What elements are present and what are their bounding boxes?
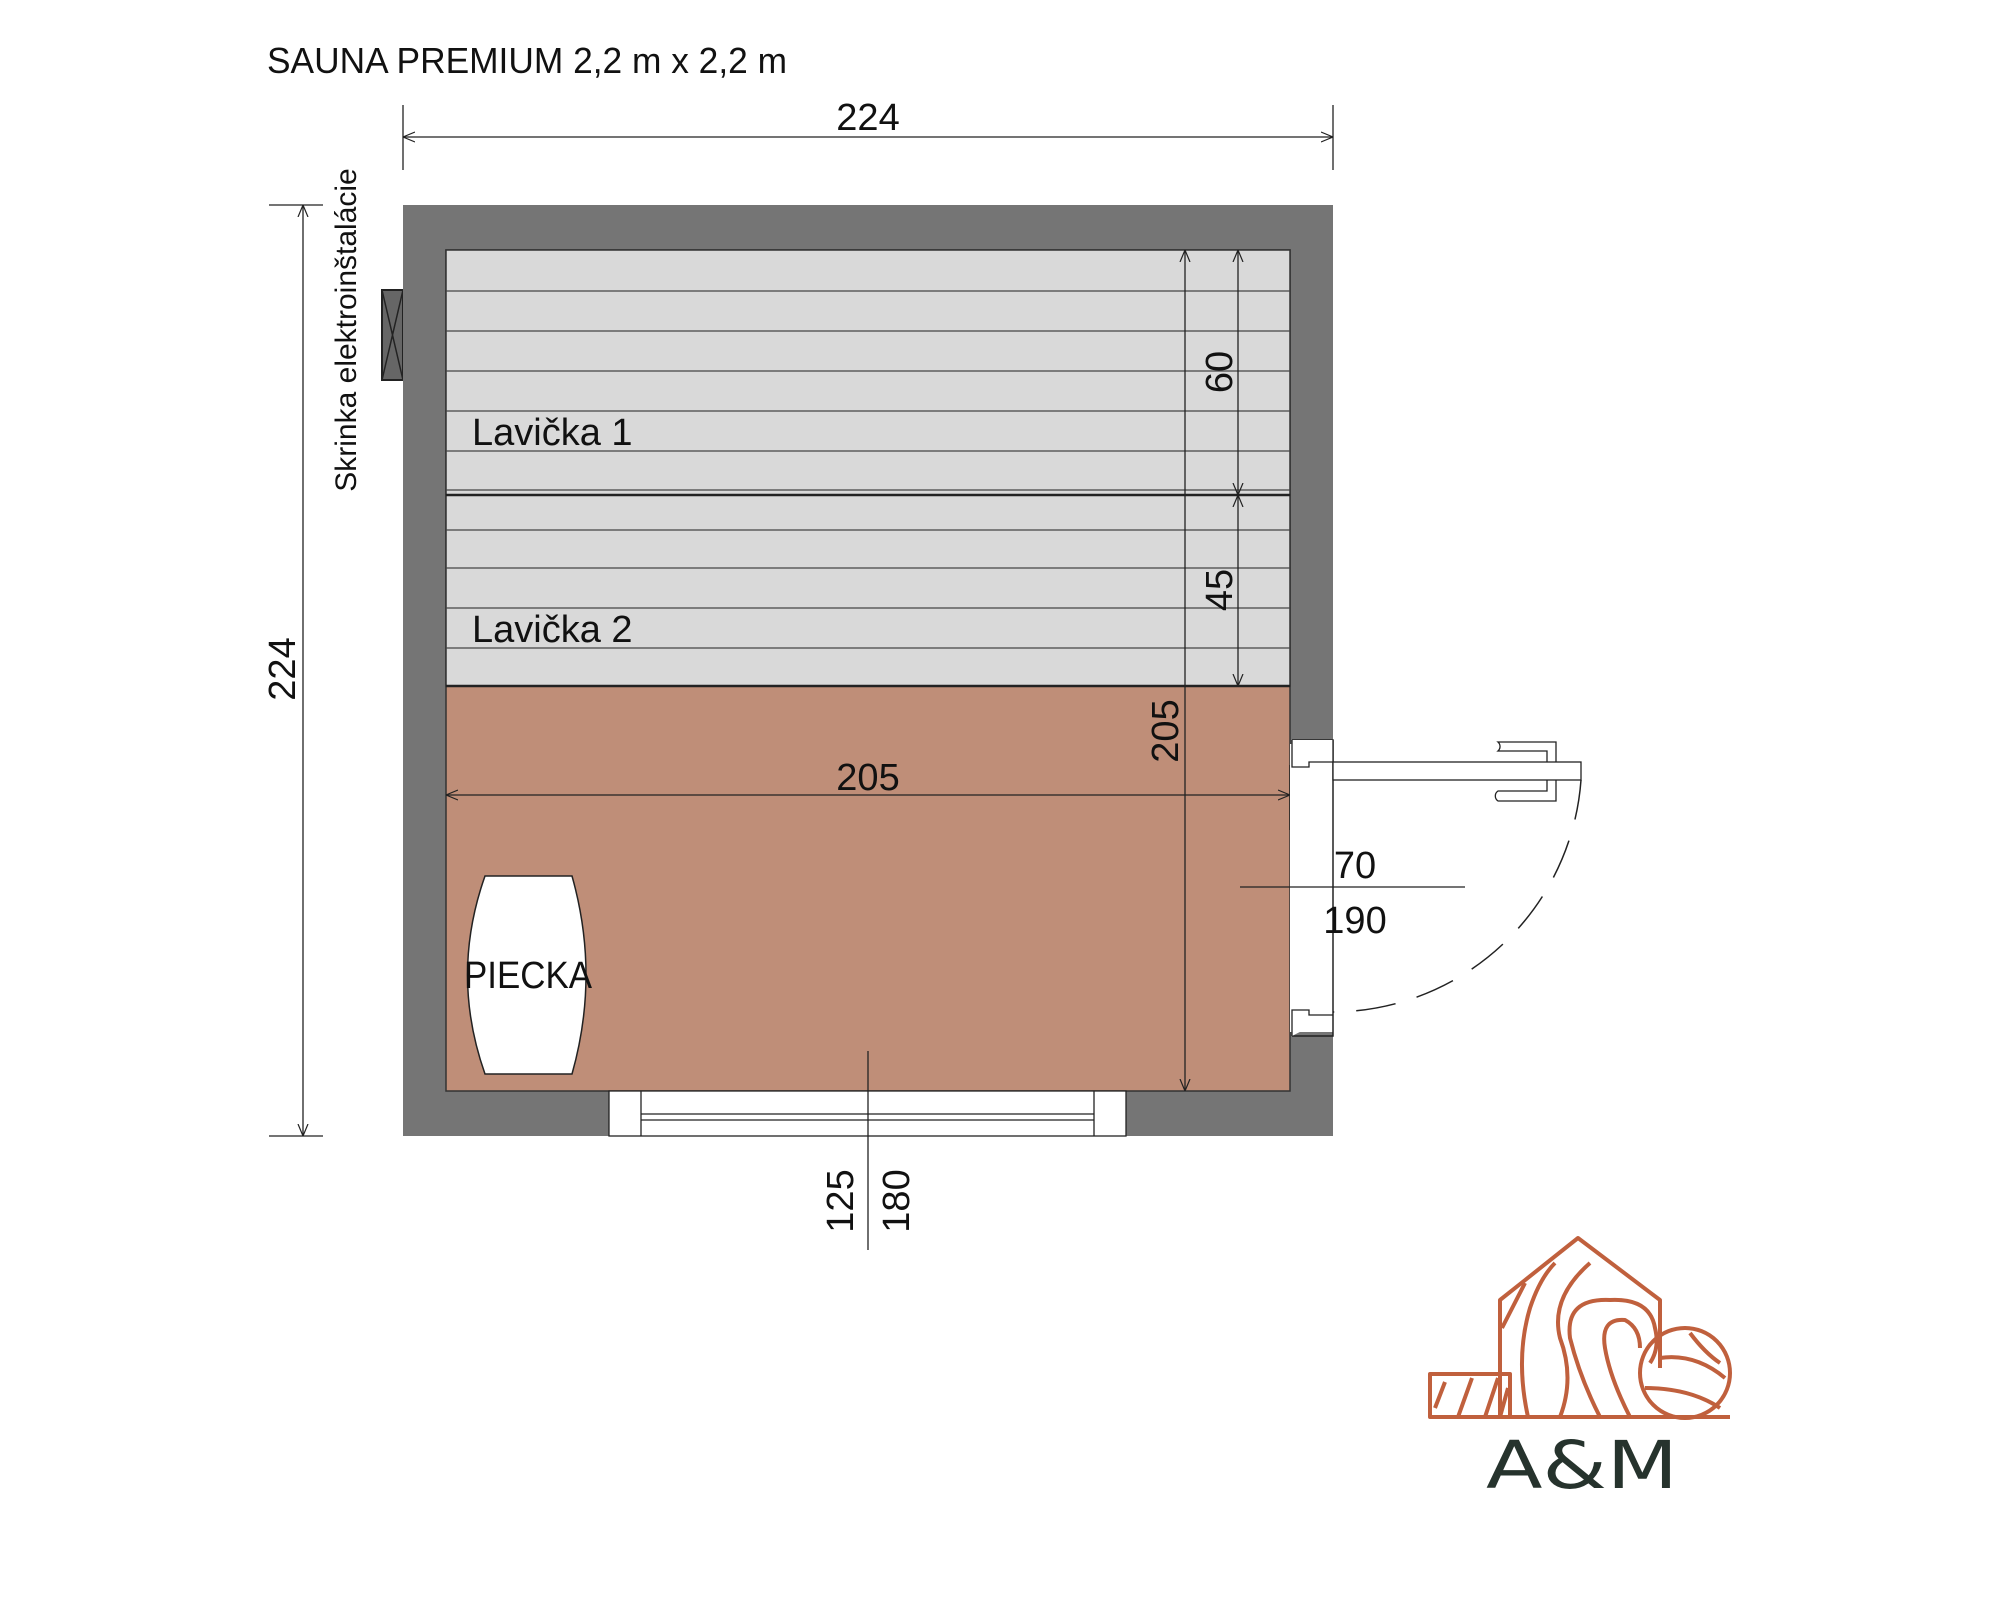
am-logo: A&M	[1428, 1236, 1732, 1504]
window: 125 180	[608, 1051, 1127, 1250]
outer-height-label: 224	[262, 637, 304, 700]
door-height-label: 190	[1323, 900, 1386, 942]
outer-width-label: 224	[836, 97, 899, 139]
bench-1-label: Lavička 1	[472, 412, 633, 454]
stove-label: PIECKA	[464, 955, 593, 997]
bench-2-depth-label: 45	[1199, 569, 1241, 611]
window-height-label: 180	[876, 1169, 918, 1232]
door-width-label: 70	[1334, 845, 1376, 887]
plan-title: SAUNA PREMIUM 2,2 m x 2,2 m	[267, 40, 787, 81]
door: 70 190	[1240, 739, 1582, 1037]
inner-depth-label: 205	[1145, 699, 1187, 762]
bench-1	[445, 249, 1291, 496]
inner-width-label: 205	[836, 757, 899, 799]
stove: PIECKA	[464, 875, 593, 1075]
bench-1-depth-label: 60	[1199, 351, 1241, 393]
top-dimension: 224	[402, 97, 1334, 170]
electrical-box-label: Skrinka elektroinštalácie	[330, 168, 363, 491]
left-dimension: 224	[262, 204, 323, 1137]
window-width-label: 125	[820, 1169, 862, 1232]
bench-2-label: Lavička 2	[472, 609, 633, 651]
logo-text: A&M	[1486, 1427, 1678, 1504]
bench-dimensions: 60 45	[1199, 250, 1241, 686]
bench-2	[445, 494, 1291, 688]
electrical-box-icon	[381, 289, 404, 381]
inner-dimensions: 205 205	[446, 250, 1291, 1091]
